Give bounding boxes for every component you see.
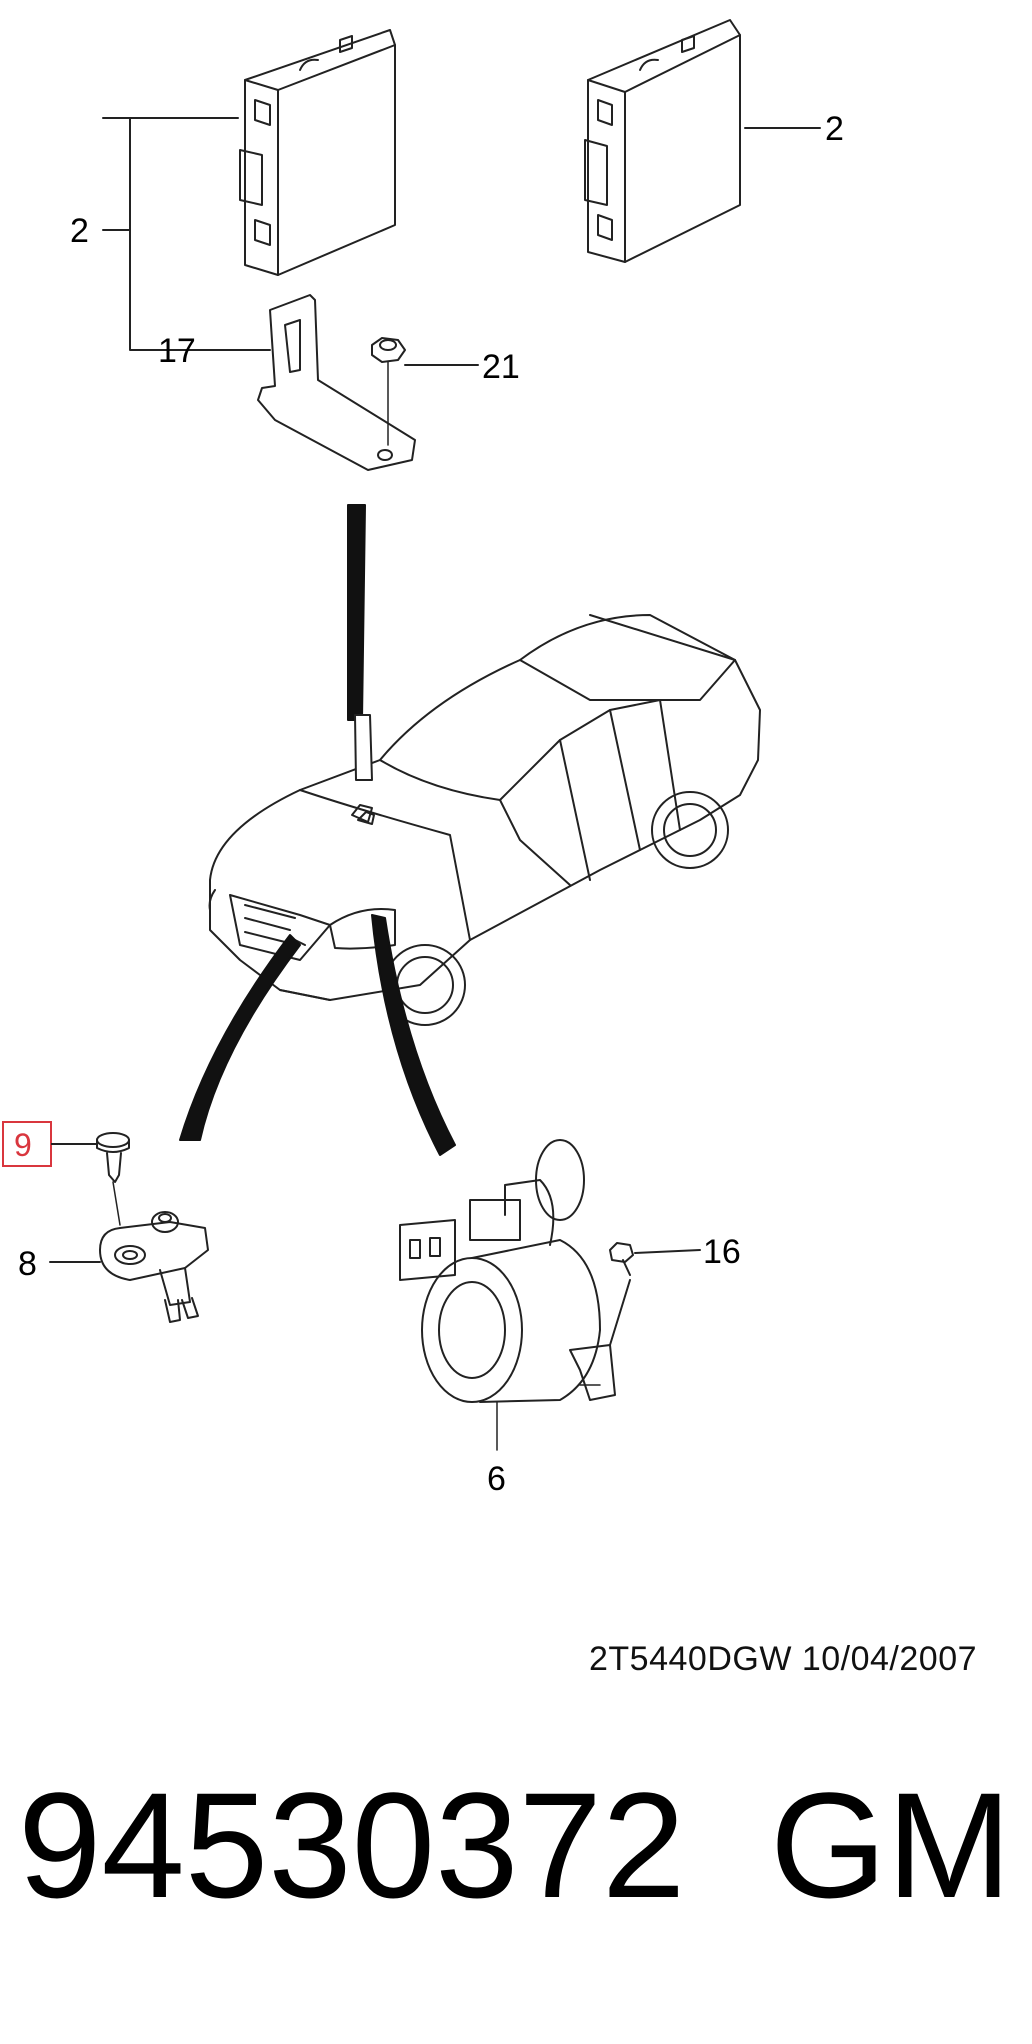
callout-9: 9 — [14, 1127, 32, 1163]
callout-6: 6 — [487, 1460, 506, 1498]
callout-21: 21 — [482, 348, 520, 386]
callout-8: 8 — [18, 1245, 37, 1283]
car-illustration — [208, 614, 761, 1026]
screw — [96, 1132, 130, 1226]
drawing-code: 2T5440DGW 10/04/2007 — [589, 1640, 978, 1678]
part-number: 94530372 — [18, 1761, 686, 1929]
door-switch — [99, 1211, 209, 1323]
bolt — [609, 1242, 701, 1276]
brand-label: GM — [770, 1761, 1012, 1929]
control-module-left — [239, 29, 396, 276]
horn — [399, 1139, 631, 1451]
callout-17: 17 — [158, 332, 196, 370]
callout-2-right: 2 — [825, 110, 844, 148]
hex-nut — [371, 337, 406, 446]
pointer-arrows — [179, 504, 456, 1156]
callout-16: 16 — [703, 1233, 741, 1271]
callout-2-left: 2 — [70, 212, 89, 250]
control-module-right — [584, 19, 741, 263]
mounting-bracket — [257, 294, 416, 471]
